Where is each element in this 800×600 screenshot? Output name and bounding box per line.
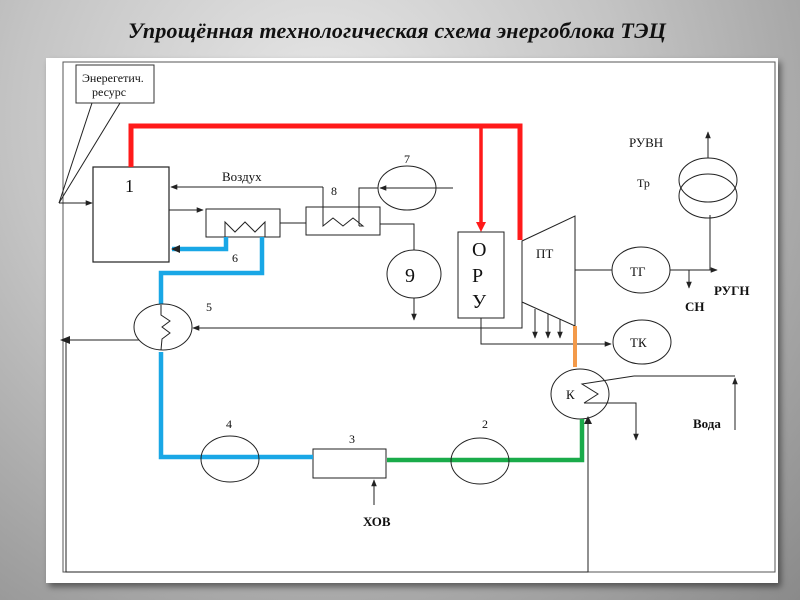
ruvn-label: РУВН (629, 135, 663, 150)
pump-9: 9 (380, 223, 442, 321)
fan-7: 7 (377, 152, 453, 211)
feedwater-line-upper (158, 237, 265, 306)
deaerator-5: 5 (133, 300, 212, 351)
deaerator-5-label: 5 (206, 300, 212, 314)
heater-6-label: 6 (232, 251, 238, 265)
oru-to-tk-line (480, 318, 612, 347)
pump-4-label: 4 (226, 417, 232, 431)
tk-label: ТК (630, 335, 647, 350)
pump-4: 4 (200, 417, 260, 483)
fan-7-label: 7 (404, 152, 410, 166)
turbine-consumer-tk: ТК (612, 319, 672, 365)
steam-turbine: ПТ (521, 215, 576, 339)
air-heater-8-label: 8 (331, 184, 337, 198)
oru-label-u: У (472, 291, 487, 313)
condenser-label: К (566, 387, 575, 402)
feedwater-to-boiler-line (172, 237, 229, 252)
chemical-treatment-3: 3 ХОВ (312, 432, 391, 529)
energy-resource-label-2: ресурс (92, 85, 126, 99)
oru-label-r: Р (472, 265, 483, 287)
extraction-to-deaerator-line (192, 302, 523, 331)
oru-label-o: О (472, 239, 486, 261)
transformer: Тр РУВН (629, 131, 738, 270)
heater-6: 6 (205, 208, 281, 265)
sn-label: СН (685, 299, 705, 314)
pump-2: 2 (450, 417, 510, 485)
page-title: Упрощённая технологическая схема энергоб… (128, 18, 667, 43)
pump-9-label: 9 (405, 265, 415, 287)
transformer-label: Тр (637, 176, 650, 190)
air-label: Воздух (222, 169, 262, 184)
feedwater-line-lower (158, 352, 313, 460)
air-heater-8: 8 (305, 184, 381, 236)
main-steam-line (128, 123, 523, 240)
energy-resource-label-1: Энерегетич. (82, 71, 144, 85)
generator-label: ТГ (630, 264, 646, 279)
energy-resource-callout: Энерегетич. ресурс (58, 64, 155, 206)
turbine-label: ПТ (536, 246, 553, 261)
condensate-line (387, 419, 585, 463)
condenser: К Вода (550, 368, 738, 441)
generator: ТГ (611, 246, 671, 294)
return-line (65, 339, 589, 573)
chem-treat-3-label: 3 (349, 432, 355, 446)
pump-2-label: 2 (482, 417, 488, 431)
oru-unit: О Р У (457, 231, 505, 319)
chem-water-label: ХОВ (363, 514, 391, 529)
water-label: Вода (693, 416, 721, 431)
rugn-label: РУГН (714, 283, 750, 298)
boiler: 1 (92, 166, 170, 263)
boiler-label: 1 (125, 176, 134, 196)
